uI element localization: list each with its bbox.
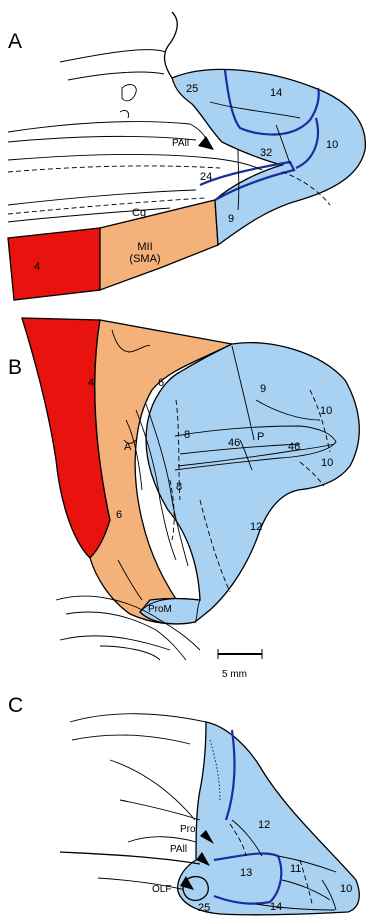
panel-c-letter: C: [8, 694, 23, 717]
panel-a-letter: A: [8, 30, 22, 53]
label-pro-c: Pro: [180, 824, 196, 835]
label-area-13-c: 13: [240, 867, 252, 879]
scale-bar-label: 5 mm: [222, 669, 247, 680]
panel-a: A PAll 25 14 10 32: [8, 12, 365, 300]
label-area-14-c: 14: [270, 901, 282, 913]
area-mii-region: [100, 200, 218, 290]
label-area-6-top-b: 6: [158, 377, 164, 389]
label-area-10-c: 10: [340, 883, 352, 895]
label-area-10-top-b: 10: [320, 405, 332, 417]
label-area-6-low-b: 6: [116, 509, 122, 521]
label-area-12-c: 12: [258, 819, 270, 831]
pall-arrow-a: [198, 136, 214, 150]
label-area-10-a: 10: [326, 139, 338, 151]
label-area-24-a: 24: [200, 171, 212, 183]
label-sma-a: (SMA): [129, 253, 160, 265]
label-area-10-right-b: 10: [321, 457, 333, 469]
hemisphere-outline-a: [165, 12, 178, 78]
label-area-9-b: 9: [260, 383, 266, 395]
label-area-14-a: 14: [270, 87, 282, 99]
label-cg-a: Cg: [132, 207, 146, 219]
label-area-25-c: 25: [198, 902, 210, 914]
hemisphere-outline-c: [70, 714, 206, 722]
label-area-11-c: 11: [290, 863, 301, 875]
label-pall-c: PAll: [170, 844, 187, 855]
label-mii-a: MII: [137, 241, 152, 253]
label-area-32-a: 32: [260, 147, 272, 159]
label-area-12-b: 12: [250, 521, 262, 533]
label-area-8-lower-b: 8: [176, 481, 182, 493]
label-p-b: P: [257, 431, 264, 443]
label-olf-c: OLF: [152, 884, 171, 895]
panel-b-letter: B: [8, 356, 22, 379]
label-area-9-a: 9: [228, 213, 234, 225]
label-a-b: A: [124, 441, 132, 453]
label-area-8-upper-b: 8: [184, 429, 190, 441]
label-area-46-right-b: 46: [288, 441, 300, 453]
area-4-region: [8, 228, 100, 300]
scale-bar: 5 mm: [218, 649, 262, 680]
label-area-46-left-b: 46: [228, 437, 240, 449]
label-area-25-a: 25: [186, 83, 198, 95]
label-pall-a: PAll: [172, 138, 189, 149]
label-area-4-a: 4: [34, 261, 40, 273]
prefrontal-region-b: [140, 343, 359, 624]
label-prom-b: ProM: [148, 604, 172, 615]
panel-b: B 4 6 9 10 8: [8, 318, 359, 680]
label-area-4-b: 4: [88, 377, 94, 389]
panel-c: C Pro PAll 12 13 11 OLF 2: [8, 694, 359, 915]
ventricle-shape: [122, 85, 136, 101]
